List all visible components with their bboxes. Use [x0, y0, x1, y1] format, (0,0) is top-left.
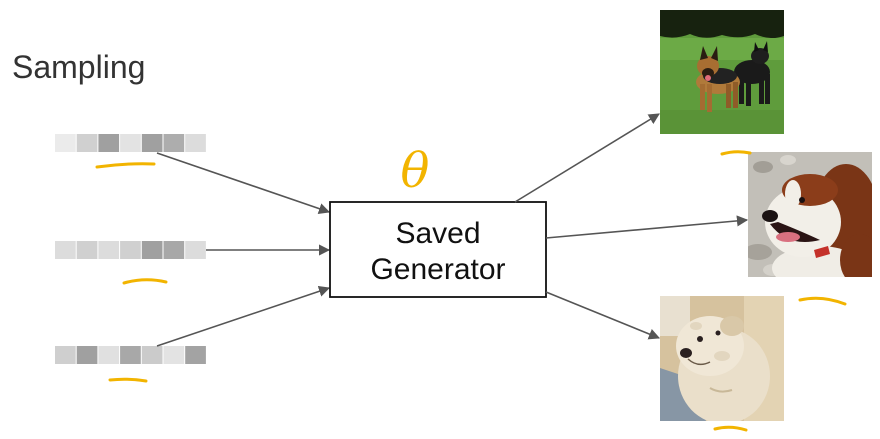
- noise-cell: [98, 241, 120, 259]
- noise-cell: [120, 241, 141, 259]
- noise-cell: [141, 241, 163, 259]
- generator-label-line1: Saved: [395, 217, 480, 250]
- underline-mark-output-1: [720, 150, 752, 156]
- noise-cell: [76, 346, 98, 364]
- slide-title: Sampling: [12, 49, 145, 85]
- noise-cell: [163, 134, 185, 152]
- noise-cell: [185, 346, 206, 364]
- noise-cell: [55, 134, 76, 152]
- noise-cell: [120, 346, 141, 364]
- noise-cell: [185, 134, 206, 152]
- generator-label-line2: Generator: [370, 253, 505, 286]
- noise-vector-3: [55, 346, 206, 364]
- theta-annotation: θ: [401, 143, 430, 199]
- input-arrow-1: [156, 152, 331, 215]
- generator-box-border: [329, 201, 547, 298]
- noise-cell: [55, 241, 76, 259]
- noise-cell: [76, 241, 98, 259]
- output-dog-photo-1: [660, 10, 784, 134]
- noise-cell: [141, 346, 163, 364]
- output-arrow-3: [545, 291, 661, 340]
- noise-cell: [98, 134, 120, 152]
- output-dog-photo-2: [748, 152, 872, 277]
- noise-cell: [163, 241, 185, 259]
- noise-cell: [185, 241, 206, 259]
- noise-cell: [120, 134, 141, 152]
- generator-box: Saved Generator: [329, 201, 547, 298]
- noise-cell: [163, 346, 185, 364]
- output-arrow-2: [545, 215, 749, 239]
- underline-mark-vector-1: [95, 162, 156, 169]
- noise-cell: [98, 346, 120, 364]
- underline-mark-output-2: [798, 296, 847, 306]
- underline-mark-vector-2: [122, 278, 168, 285]
- input-arrow-3: [156, 285, 331, 347]
- noise-vector-1: [55, 134, 206, 152]
- noise-cell: [55, 346, 76, 364]
- underline-mark-output-3: [713, 425, 748, 432]
- noise-cell: [141, 134, 163, 152]
- output-arrow-1: [514, 113, 660, 203]
- noise-cell: [76, 134, 98, 152]
- output-dog-photo-3: [660, 296, 784, 421]
- underline-mark-vector-3: [108, 377, 148, 383]
- noise-vector-2: [55, 241, 206, 259]
